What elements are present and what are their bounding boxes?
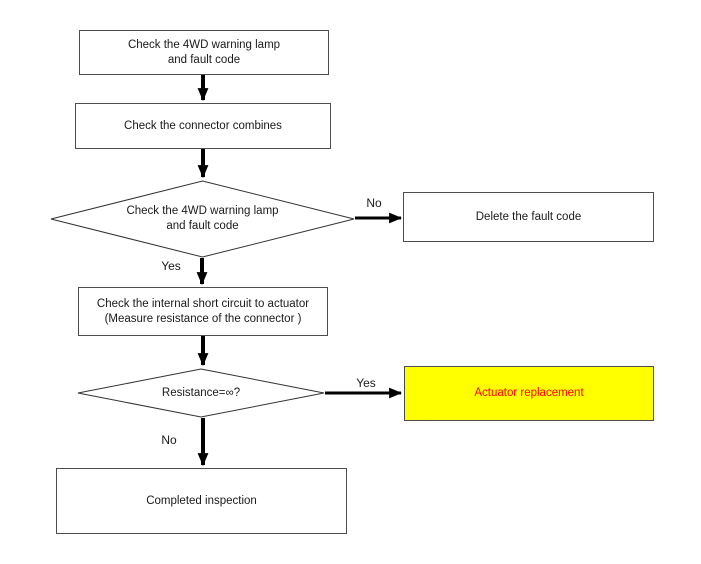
node-check-warning-lamp-start: Check the 4WD warning lamp and fault cod… xyxy=(79,30,329,75)
decision-check-warning-lamp: Check the 4WD warning lamp and fault cod… xyxy=(50,180,355,258)
node-check-internal-short-circuit: Check the internal short circuit to actu… xyxy=(78,287,328,336)
decision-check-warning-lamp-shape xyxy=(50,180,355,258)
decision-check-warning-lamp-label: Check the 4WD warning lamp and fault cod… xyxy=(126,205,279,232)
edge-label-no-decision-lamp: No xyxy=(366,196,382,210)
node-completed-inspection: Completed inspection xyxy=(56,468,347,534)
edge-label-yes-decision-resistance: Yes xyxy=(356,376,376,390)
node-delete-fault-code: Delete the fault code xyxy=(403,192,654,242)
edge-label-yes-decision-lamp: Yes xyxy=(161,259,181,273)
edge-label-no-decision-resistance: No xyxy=(161,433,177,447)
decision-resistance-infinite-label: Resistance=∞? xyxy=(161,386,241,399)
node-check-connector-combines: Check the connector combines xyxy=(75,103,331,149)
node-actuator-replacement: Actuator replacement xyxy=(404,366,654,421)
decision-resistance-infinite-shape xyxy=(77,368,325,418)
decision-resistance-infinite: Resistance=∞? xyxy=(77,368,325,418)
